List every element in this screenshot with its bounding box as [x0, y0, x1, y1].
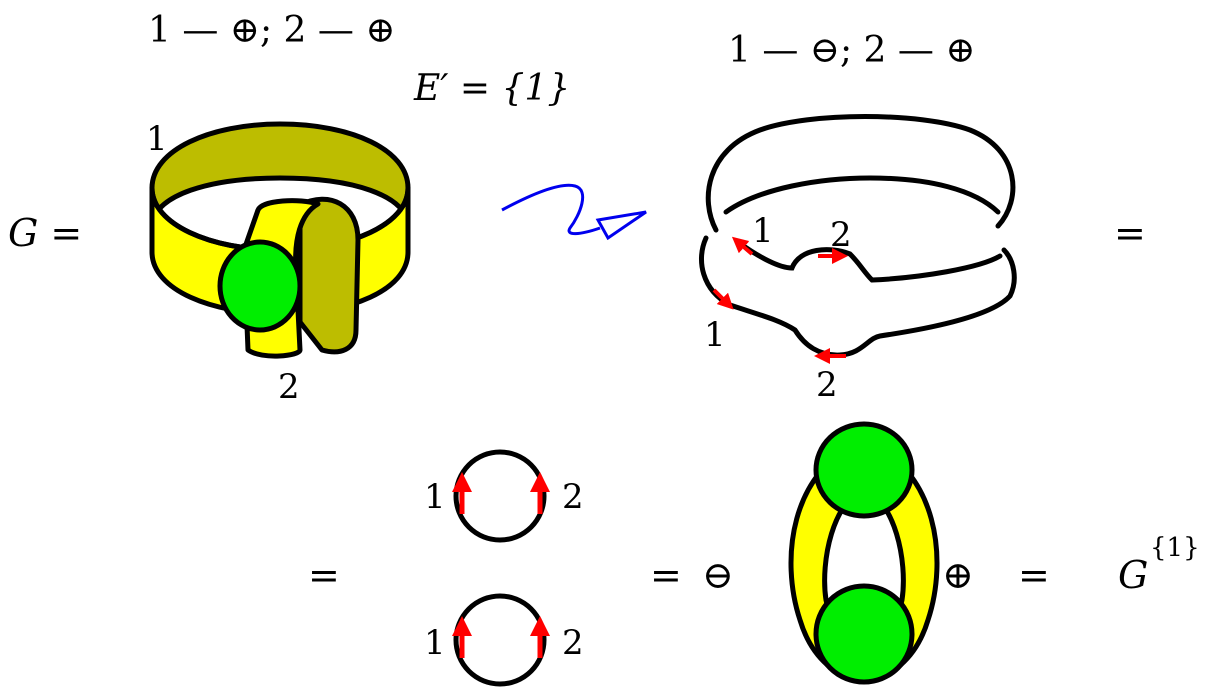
right-sign-assignment: 1 — ⊖; 2 — ⊕ — [728, 30, 975, 71]
result-g: G — [1118, 553, 1148, 597]
edge-2-label: 2 — [278, 367, 300, 407]
circle-bottom-label-2: 2 — [562, 623, 584, 663]
circle-bottom — [452, 593, 550, 687]
result-superscript: {1} — [1150, 533, 1200, 563]
transform-arrow — [501, 183, 647, 241]
plus-sign: ⊕ — [942, 553, 974, 597]
right-mark-2-upper: 2 — [830, 215, 852, 255]
circle-bottom-label-1: 1 — [424, 623, 446, 663]
red-markers-right — [712, 236, 848, 364]
subset-e-prime: E′ = {1} — [413, 68, 570, 109]
circle-top — [452, 449, 550, 543]
equals-sign-bottom-2: = — [650, 553, 682, 597]
marker-1-lower — [712, 288, 734, 310]
circle-top-label-1: 1 — [424, 477, 446, 517]
equals-sign-right: = — [1114, 211, 1146, 255]
vertex-disk — [217, 239, 303, 333]
right-mark-2-lower: 2 — [816, 365, 838, 405]
minus-sign: ⊖ — [702, 553, 734, 597]
g-equals-label: G = — [8, 211, 82, 255]
ribbon-graph-g — [149, 121, 411, 359]
band-2-back — [297, 196, 361, 355]
equals-sign-bottom-3: = — [1018, 553, 1050, 597]
circle-top-label-2: 2 — [562, 477, 584, 517]
two-vertex-ribbon-graph — [788, 421, 940, 685]
right-mark-1-lower: 1 — [704, 315, 726, 355]
marker-1-upper — [731, 236, 754, 256]
edge-1-label: 1 — [146, 119, 168, 159]
vertex-bottom — [813, 583, 915, 685]
partial-dual-boundary — [698, 114, 1017, 358]
left-sign-assignment: 1 — ⊕; 2 — ⊕ — [148, 10, 395, 51]
equals-sign-bottom-1: = — [308, 553, 340, 597]
right-mark-1-upper: 1 — [752, 211, 774, 251]
vertex-top — [813, 421, 915, 519]
